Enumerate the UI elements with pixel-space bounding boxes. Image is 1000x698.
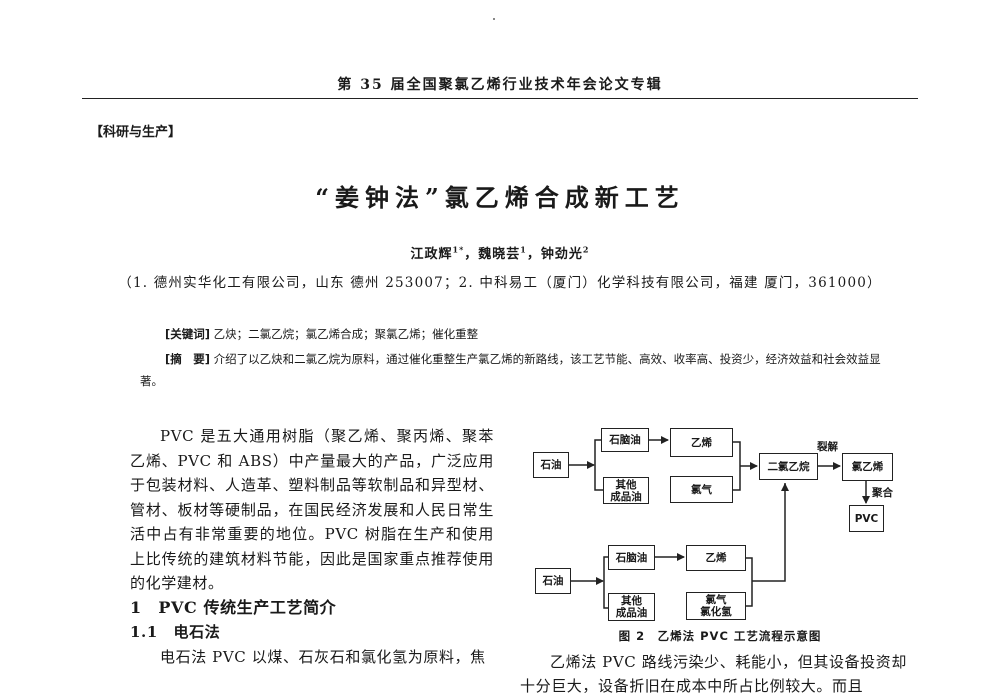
box-naphtha-top: 石脑油 — [601, 428, 649, 452]
column-tag: 【科研与生产】 — [90, 125, 182, 140]
author-affil-mark: 2 — [582, 244, 590, 255]
author-name: 钟劲光 — [540, 247, 583, 262]
box-line: 其他 — [621, 595, 642, 607]
body-paragraph: 电石法 PVC 以煤、石灰石和氯化氢为原料，焦 — [160, 647, 486, 666]
figure-caption: 图 2 乙烯法 PVC 工艺流程示意图 — [618, 629, 822, 643]
author-separator: ， — [526, 247, 541, 262]
author-affil-mark: 1 — [520, 244, 527, 255]
label-cracking: 裂解 — [817, 441, 838, 453]
box-pvc: PVC — [849, 505, 884, 532]
box-ethylene-top: 乙烯 — [670, 428, 733, 457]
author-name: 魏晓芸 — [478, 247, 521, 262]
author-affil-mark: 1* — [452, 244, 465, 255]
box-ethylene-bottom: 乙烯 — [686, 545, 746, 571]
paper-title: “姜钟法”氯乙烯合成新工艺 — [315, 183, 685, 212]
label-polymerization: 聚合 — [872, 487, 893, 499]
body-column-right: 乙烯法 PVC 路线污染少、耗能小，但其设备投资却十分巨大，设备折旧在成本中所占… — [520, 650, 920, 698]
box-crude-oil-top: 石油 — [533, 452, 569, 478]
box-vcm: 氯乙烯 — [842, 453, 893, 481]
box-line: 成品油 — [610, 490, 642, 503]
diagram-connectors — [568, 436, 870, 609]
header-rule — [82, 98, 918, 99]
running-head: 第 35 届全国聚氯乙烯行业技术年会论文专辑 — [337, 77, 663, 93]
box-naphtha-bottom: 石脑油 — [608, 545, 655, 570]
scan-speck — [493, 18, 495, 20]
author-list: 江政辉1*，魏晓芸1，钟劲光2 — [0, 243, 1000, 262]
body-paragraph: PVC 是五大通用树脂（聚乙烯、聚丙烯、聚苯乙烯、PVC 和 ABS）中产量最大… — [130, 427, 494, 592]
box-line: 其他 — [615, 478, 637, 491]
box-chlorine-top: 氯气 — [670, 476, 733, 503]
box-line: 氯化氢 — [700, 606, 732, 618]
abstract-text: 介绍了以乙炔和二氯乙烷为原料，通过催化重整生产氯乙烯的新路线，该工艺节能、高效、… — [140, 352, 881, 388]
keywords: [关键词] 乙炔；二氯乙烷；氯乙烯合成；聚氯乙烯；催化重整 — [165, 326, 478, 342]
abstract: [摘 要] 介绍了以乙炔和二氯乙烷为原料，通过催化重整生产氯乙烯的新路线，该工艺… — [140, 348, 890, 392]
box-other-oil-top: 其他 成品油 — [603, 477, 649, 504]
box-other-oil-bottom: 其他 成品油 — [608, 593, 655, 621]
box-line: 成品油 — [615, 607, 648, 619]
box-line: 氯气 — [705, 594, 727, 606]
author-name: 江政辉 — [410, 247, 453, 262]
box-edc: 二氯乙烷 — [759, 453, 818, 480]
subsection-heading: 1.1 电石法 — [130, 623, 221, 641]
process-flow-diagram: 石油 石脑油 其他 成品油 乙烯 氯气 二氯乙烷 裂解 氯乙烯 聚合 PVC 石… — [520, 415, 920, 630]
body-column-left: PVC 是五大通用树脂（聚乙烯、聚丙烯、聚苯乙烯、PVC 和 ABS）中产量最大… — [130, 424, 494, 669]
keywords-label: [关键词] — [165, 327, 211, 341]
box-crude-oil-bottom: 石油 — [535, 568, 571, 594]
keywords-text: 乙炔；二氯乙烷；氯乙烯合成；聚氯乙烯；催化重整 — [210, 327, 479, 341]
author-separator: ， — [464, 247, 479, 262]
section-heading: 1 PVC 传统生产工艺简介 — [130, 597, 337, 617]
box-chlorine-hcl-bottom: 氯气 氯化氢 — [686, 592, 746, 620]
affiliations: （1. 德州实华化工有限公司，山东 德州 253007；2. 中科易工（厦门）化… — [118, 275, 882, 291]
abstract-label: [摘 要] — [165, 352, 211, 366]
body-paragraph: 乙烯法 PVC 路线污染少、耗能小，但其设备投资却十分巨大，设备折旧在成本中所占… — [520, 653, 907, 695]
